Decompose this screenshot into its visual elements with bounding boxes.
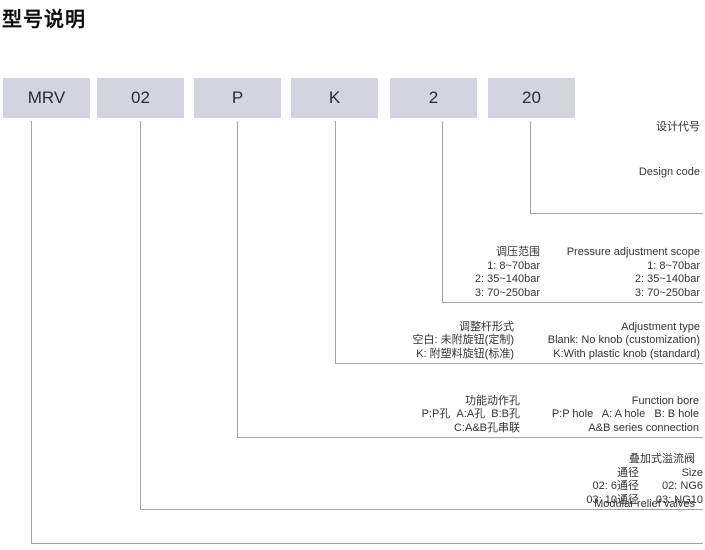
- model-code-box-bore: P: [194, 78, 281, 118]
- legend-function-bore: 功能动作孔 Function bore P:P孔 A:A孔 B:B孔 P:P h…: [299, 395, 699, 436]
- legend-text-cn: 空白: 未附旋钮(定制): [412, 334, 514, 346]
- legend-rule-bore: [237, 437, 703, 438]
- legend-text-cn: 设计代号: [656, 121, 700, 133]
- model-code-box-pressure: 2: [390, 78, 477, 118]
- legend-text-cn: 02: 6通径: [592, 480, 639, 492]
- legend-text-cn: P:P孔 A:A孔 B:B孔: [421, 408, 520, 420]
- legend-text-en: A&B series connection: [588, 421, 699, 434]
- legend-text-en: Blank: No knob (customization): [547, 334, 700, 346]
- legend-product-name: 叠加式溢流阀 Modular relief valves: [594, 422, 695, 542]
- legend-text-cn: C:A&B孔串联: [453, 421, 520, 434]
- model-code-box-size: 02: [97, 78, 184, 118]
- legend-design-code: 设计代号 Design code: [639, 90, 700, 210]
- legend-text-cn: 1: 8~70bar: [487, 259, 540, 272]
- legend-rule-size: [140, 509, 703, 510]
- legend-text-en: P:P hole A: A hole B: B hole: [551, 408, 699, 420]
- legend-text-en: 3: 70~250bar: [634, 286, 700, 299]
- legend-text-cn: 03: 10通径: [586, 493, 639, 506]
- legend-text-en: 02: NG6: [662, 480, 703, 492]
- legend-size: 通径 Size 02: 6通径 02: NG6 03: 10通径 03: NG1…: [533, 467, 703, 508]
- connector-vline-bore: [237, 121, 238, 437]
- model-code-box-series: MRV: [3, 78, 90, 118]
- legend-rule-adjustment: [335, 363, 703, 364]
- legend-text-en: K:With plastic knob (standard): [553, 347, 700, 360]
- legend-rule-pressure: [442, 302, 703, 303]
- model-code-box-design-code: 20: [488, 78, 575, 118]
- legend-text-cn: K: 附塑料旋钮(标准): [416, 347, 514, 360]
- legend-adjustment-type: 调整杆形式 Adjustment type 空白: 未附旋钮(定制) Blank…: [280, 321, 700, 362]
- connector-vline-pressure: [442, 121, 443, 302]
- connector-vline-series: [31, 121, 32, 543]
- legend-text-cn: 3: 70~250bar: [474, 286, 540, 299]
- legend-header-cn: 功能动作孔: [465, 394, 520, 407]
- connector-vline-size: [140, 121, 141, 509]
- legend-header-cn: 通径: [617, 466, 639, 479]
- legend-text-en: 1: 8~70bar: [647, 259, 700, 272]
- model-code-box-knob: K: [291, 78, 378, 118]
- legend-header-en: Size: [681, 466, 703, 479]
- legend-header-en: Function bore: [631, 394, 699, 407]
- legend-text-en: Design code: [638, 166, 700, 178]
- legend-header-en: Adjustment type: [621, 320, 700, 333]
- legend-rule-product: [31, 543, 703, 544]
- legend-pressure-range: 调压范围 Pressure adjustment scope 1: 8~70ba…: [390, 246, 700, 300]
- connector-vline-knob: [335, 121, 336, 363]
- legend-text-cn: 叠加式溢流阀: [629, 453, 695, 465]
- legend-text-en: 03: NG10: [655, 493, 703, 506]
- legend-header-cn: 调整杆形式: [459, 320, 514, 333]
- connector-vline-design-code: [530, 121, 531, 213]
- legend-text-en: Modular relief valves: [594, 498, 695, 510]
- legend-header-cn: 调压范围: [496, 246, 540, 258]
- legend-text-en: 2: 35~140bar: [634, 273, 700, 285]
- legend-rule-design-code: [530, 213, 703, 214]
- page-title: 型号说明: [2, 9, 86, 31]
- legend-header-en: Pressure adjustment scope: [566, 246, 700, 258]
- legend-text-cn: 2: 35~140bar: [474, 273, 540, 285]
